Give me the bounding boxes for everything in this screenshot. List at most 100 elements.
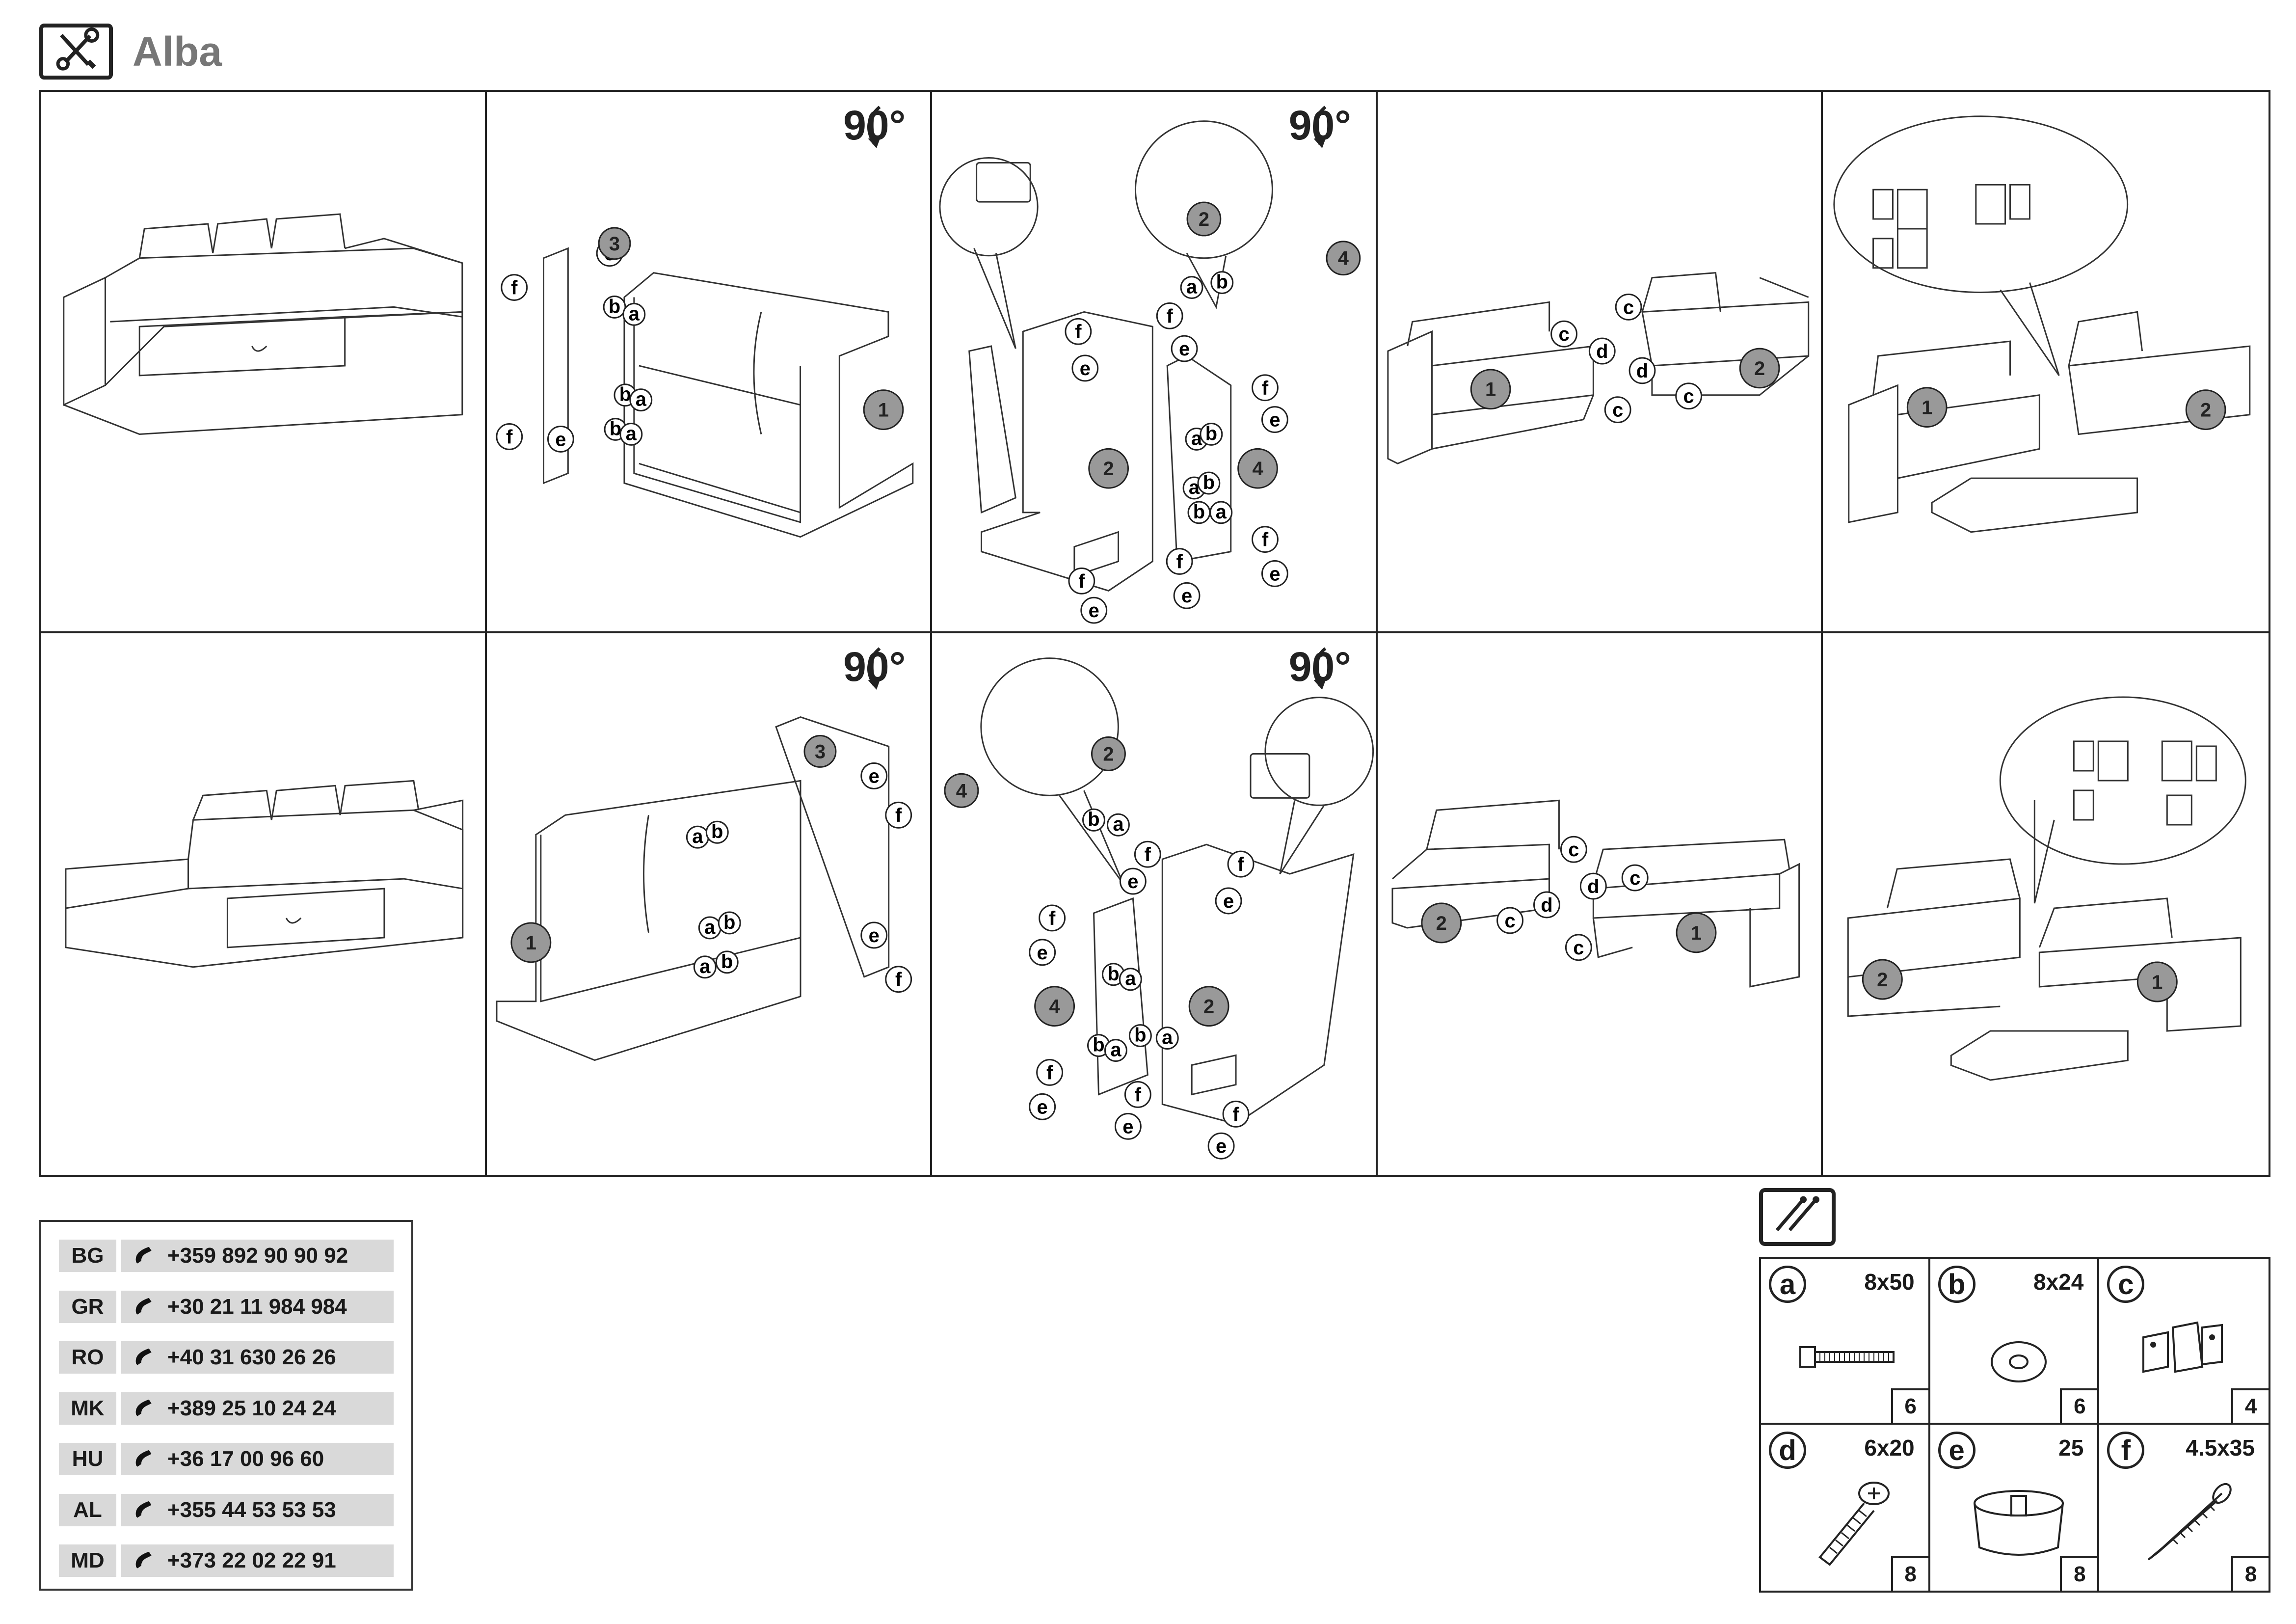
hardware-size: 25 xyxy=(2058,1435,2084,1461)
rotate-arrow-icon xyxy=(1312,647,1327,690)
phone-row: GR +30 21 11 984 984 xyxy=(59,1290,394,1323)
machine-screw-icon xyxy=(1818,1482,1890,1566)
svg-text:d: d xyxy=(1541,894,1552,916)
phone-number: +30 21 11 984 984 xyxy=(167,1294,347,1319)
hardware-size: 8x50 xyxy=(1864,1269,1915,1295)
svg-text:e: e xyxy=(1270,409,1281,431)
phone-handset-icon xyxy=(135,1246,152,1264)
hardware-quantity: 4 xyxy=(2231,1388,2269,1423)
svg-text:e: e xyxy=(1181,585,1192,607)
svg-text:d: d xyxy=(1596,341,1608,362)
hardware-quantity: 8 xyxy=(2231,1556,2269,1591)
rotate-90-indicator: 90° xyxy=(843,643,906,691)
phone-number: +359 892 90 90 92 xyxy=(167,1244,348,1268)
svg-text:2: 2 xyxy=(1203,996,1214,1018)
rotate-90-indicator: 90° xyxy=(1289,643,1351,691)
svg-text:f: f xyxy=(1238,854,1245,875)
rotate-arrow-icon xyxy=(1312,106,1327,148)
armrest-side-assembly-illustration: f e f e f e f e f e f e a b a b b a a b xyxy=(939,120,1361,624)
phone-handset-icon xyxy=(135,1399,152,1416)
phone-number: +389 25 10 24 24 xyxy=(167,1396,336,1420)
svg-text:f: f xyxy=(511,277,518,298)
country-code: GR xyxy=(59,1290,116,1323)
hardware-letter: a xyxy=(1769,1266,1806,1303)
country-code: RO xyxy=(59,1341,116,1374)
rotate-90-indicator: 90° xyxy=(843,102,906,149)
phone-row: MD +373 22 02 22 91 xyxy=(59,1544,394,1577)
phone-handset-icon xyxy=(135,1551,152,1569)
svg-text:e: e xyxy=(1037,942,1048,964)
step-3-panel: 90° f e f e f e f e xyxy=(932,92,1378,633)
svg-text:1: 1 xyxy=(1922,397,1932,419)
svg-text:3: 3 xyxy=(814,741,825,762)
svg-text:f: f xyxy=(1167,305,1174,327)
svg-text:2: 2 xyxy=(1103,743,1114,765)
frame-side-assembly-illustration: e f f e b a b a b a 3 1 xyxy=(495,227,913,538)
phone-number-field: +359 892 90 90 92 xyxy=(121,1240,394,1272)
svg-text:c: c xyxy=(1623,297,1634,318)
phone-row: AL +355 44 53 53 53 xyxy=(59,1493,394,1526)
svg-text:e: e xyxy=(1080,358,1091,379)
svg-text:1: 1 xyxy=(878,400,889,421)
svg-text:a: a xyxy=(1191,428,1202,449)
phone-handset-icon xyxy=(135,1501,152,1518)
svg-text:b: b xyxy=(723,912,735,933)
svg-text:e: e xyxy=(868,765,879,787)
step-9-panel: c d c d c c 2 1 xyxy=(1378,633,1823,1175)
step-7-panel: 90° e f e f a b a b a b 3 1 xyxy=(487,633,933,1175)
svg-text:b: b xyxy=(711,821,723,842)
rotate-90-indicator: 90° xyxy=(1289,102,1351,149)
svg-text:f: f xyxy=(1262,378,1269,399)
hardware-letter: e xyxy=(1938,1432,1976,1469)
svg-text:b: b xyxy=(1107,963,1119,985)
svg-text:4: 4 xyxy=(1049,996,1060,1018)
svg-text:a: a xyxy=(1189,477,1200,498)
svg-text:2: 2 xyxy=(1754,358,1765,379)
frame-side-assembly-mirror-illustration: e f e f a b a b a b 3 1 xyxy=(496,716,912,1061)
svg-text:a: a xyxy=(704,917,716,938)
hardware-quantity: 6 xyxy=(2060,1388,2098,1423)
svg-text:4: 4 xyxy=(956,780,967,802)
hardware-item-a: a 8x50 6 xyxy=(1761,1259,1930,1425)
svg-text:a: a xyxy=(635,389,646,410)
phone-number-field: +373 22 02 22 91 xyxy=(121,1544,394,1577)
tools-icon xyxy=(39,24,113,80)
svg-text:a: a xyxy=(699,956,711,977)
hardware-list: a 8x50 6 b 8x24 6 c 4 d 6x20 xyxy=(1759,1257,2270,1593)
svg-text:b: b xyxy=(1093,1034,1104,1056)
svg-text:e: e xyxy=(1037,1096,1048,1118)
hardware-item-b: b 8x24 6 xyxy=(1930,1259,2100,1425)
phone-number-field: +36 17 00 96 60 xyxy=(121,1443,394,1475)
svg-text:d: d xyxy=(1587,876,1599,897)
svg-text:a: a xyxy=(625,423,637,444)
svg-text:f: f xyxy=(1233,1104,1240,1125)
svg-text:2: 2 xyxy=(1103,458,1114,480)
phone-number-field: +355 44 53 53 53 xyxy=(121,1493,394,1526)
hardware-item-e: e 25 8 xyxy=(1930,1425,2100,1591)
svg-text:c: c xyxy=(1629,867,1640,889)
svg-text:f: f xyxy=(1135,1084,1142,1106)
hardware-quantity: 8 xyxy=(2060,1556,2098,1591)
svg-text:a: a xyxy=(1111,1039,1122,1061)
country-code: MD xyxy=(59,1544,116,1577)
svg-text:b: b xyxy=(608,296,620,317)
step-8-panel: 90° f e f e f e f e f xyxy=(932,633,1378,1175)
phone-number-field: +40 31 630 26 26 xyxy=(121,1341,394,1374)
svg-text:b: b xyxy=(1134,1025,1146,1046)
svg-text:1: 1 xyxy=(1485,379,1496,401)
svg-text:a: a xyxy=(1125,968,1136,990)
svg-text:b: b xyxy=(1193,501,1205,523)
svg-text:f: f xyxy=(1046,1062,1053,1083)
step-2-panel: 90° e f f e b a b a b a 3 xyxy=(486,92,933,633)
svg-text:f: f xyxy=(1176,551,1183,572)
svg-text:e: e xyxy=(1216,1136,1227,1157)
svg-text:1: 1 xyxy=(2152,972,2163,993)
corner-sofa-left-illustration xyxy=(65,780,464,968)
rotate-arrow-icon xyxy=(867,106,881,148)
step-4-panel: c d c d c c 1 2 xyxy=(1377,92,1823,633)
step-10-panel: 2 1 xyxy=(1823,633,2269,1175)
svg-text:b: b xyxy=(619,384,631,406)
phone-handset-icon xyxy=(135,1298,152,1315)
phone-row: HU +36 17 00 96 60 xyxy=(59,1443,394,1475)
hardware-quantity: 6 xyxy=(1891,1388,1928,1423)
